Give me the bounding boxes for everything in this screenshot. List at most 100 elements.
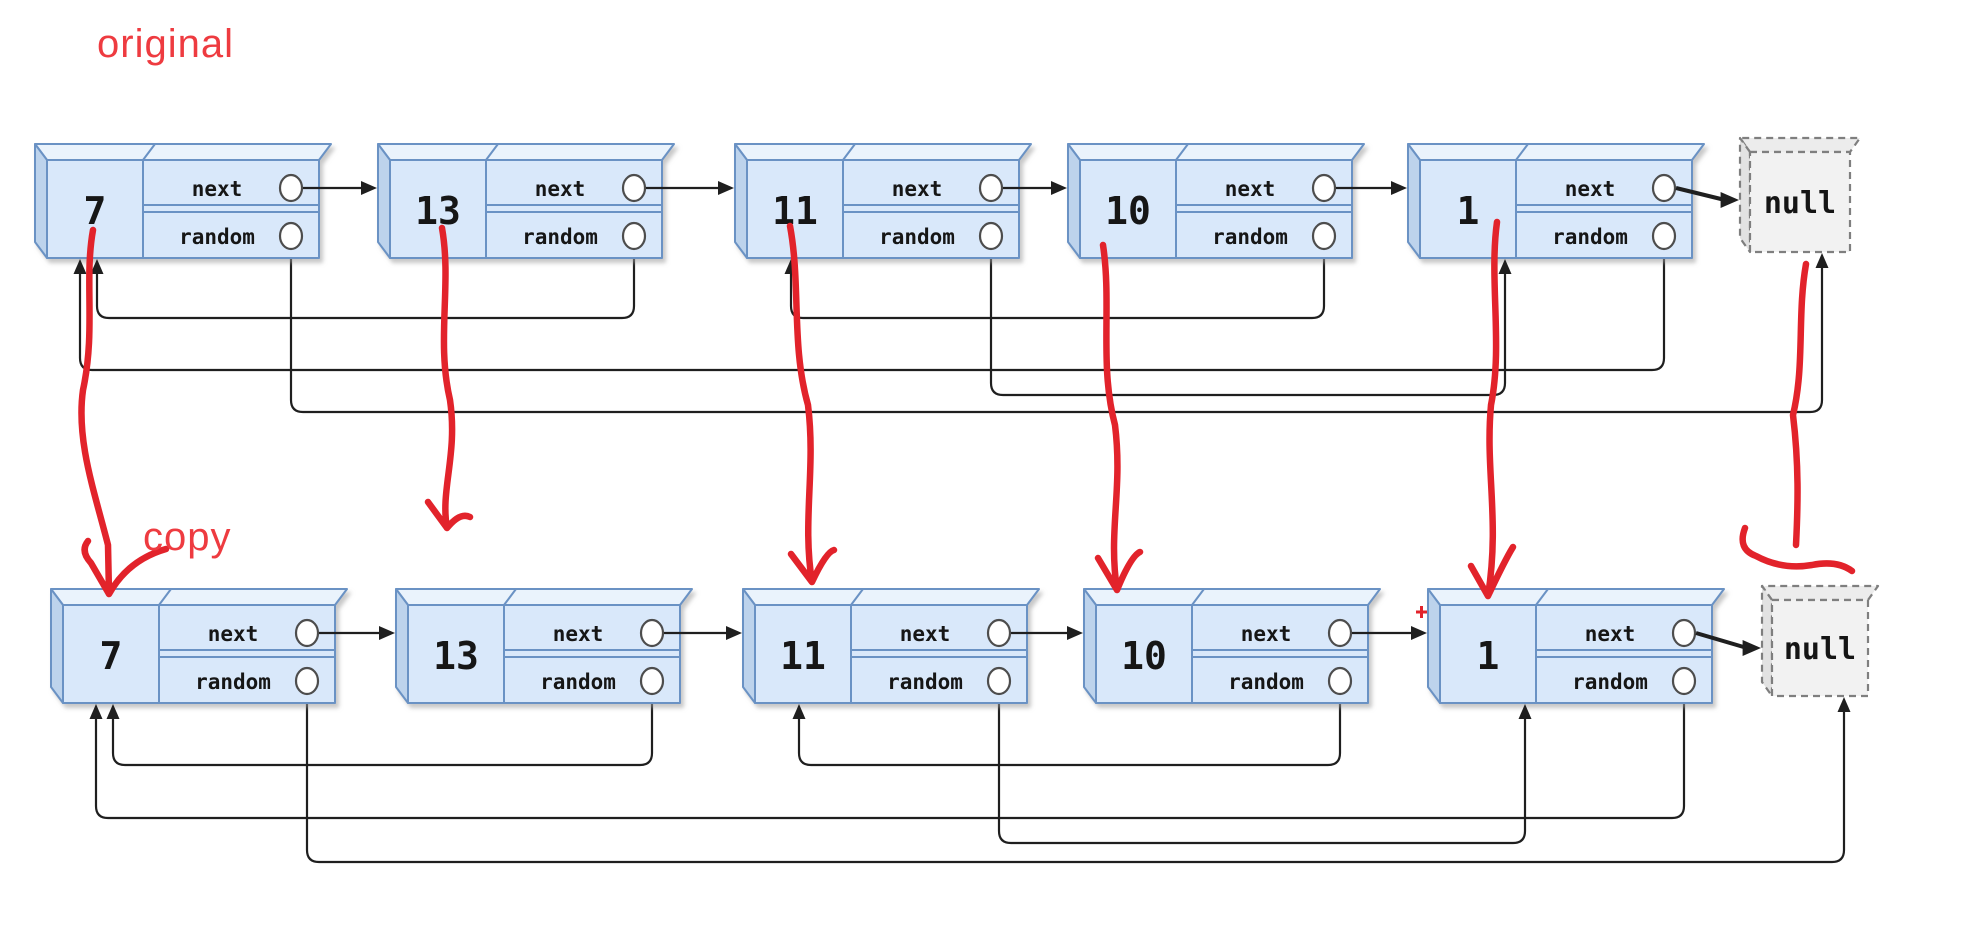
next-label: next [1585, 622, 1636, 646]
random-arrow-original-13-7 [95, 249, 636, 320]
null-box-copy: null [1760, 584, 1880, 698]
null-left-face [1760, 584, 1774, 698]
next-pointer-circle [278, 173, 304, 203]
null-left-face [1738, 136, 1752, 254]
random-arrowhead [1518, 704, 1532, 719]
node-value: 13 [433, 634, 479, 678]
node-front-face [407, 604, 681, 704]
random-label: random [1212, 225, 1288, 249]
node-front-face [389, 159, 663, 259]
next-pointer-circle [986, 618, 1012, 648]
random-arrow-copy-13-7 [111, 694, 654, 767]
node-top-face [734, 143, 1032, 161]
next-pointer-circle [621, 173, 647, 203]
next-arrow-original-1 [1675, 186, 1726, 202]
next-label: next [208, 622, 259, 646]
node-left-face [34, 143, 48, 259]
random-arrowhead [73, 259, 87, 274]
node-top-face [1083, 588, 1381, 606]
node-value: 13 [415, 189, 461, 233]
random-label: random [522, 225, 598, 249]
value-divider-top [158, 588, 172, 606]
next-label: next [553, 622, 604, 646]
red-plus-tick [1416, 606, 1427, 618]
copy-row-label: copy [143, 515, 232, 559]
node-top-face [377, 143, 675, 161]
random-label: random [887, 670, 963, 694]
next-arrowhead [726, 626, 742, 640]
value-divider-top [1515, 143, 1529, 161]
next-label: next [892, 177, 943, 201]
value-divider-top [1535, 588, 1549, 606]
random-arrowhead [90, 259, 104, 274]
random-pointer-circle [1671, 666, 1697, 696]
random-arrowhead [1498, 259, 1512, 274]
copy-mapping-arrow-11 [786, 222, 838, 586]
copy-mapping-arrow-10 [1094, 241, 1144, 594]
null-front-face [1748, 150, 1852, 254]
node-front-face [1095, 604, 1369, 704]
node-top-face [50, 588, 348, 606]
node-front-face [1439, 604, 1713, 704]
next-arrowhead [1720, 191, 1739, 209]
random-arrow-original-7-null [289, 249, 1824, 414]
copy-mapping-arrow-13 [424, 224, 474, 532]
node-value: 10 [1121, 634, 1167, 678]
next-pointer-circle [1651, 173, 1677, 203]
value-divider-top [503, 588, 517, 606]
random-pointer-circle [639, 666, 665, 696]
random-arrowhead [792, 704, 806, 719]
copy-mapping-arrow-7 [78, 226, 170, 598]
next-arrowhead [1742, 639, 1761, 657]
node-original-13: 13 next random [377, 143, 675, 259]
next-pointer-circle [978, 173, 1004, 203]
random-arrowhead [106, 704, 120, 719]
random-arrowhead [89, 704, 103, 719]
copy-mapping-arrow-null [1739, 260, 1856, 575]
next-label: next [192, 177, 243, 201]
next-arrow-copy-1 [1695, 631, 1748, 650]
next-arrowhead [1411, 626, 1427, 640]
node-left-face [734, 143, 748, 259]
next-label: next [900, 622, 951, 646]
value-divider-top [1191, 588, 1205, 606]
random-arrow-copy-1-7 [94, 694, 1686, 820]
null-front-face [1770, 598, 1870, 698]
node-front-face [754, 604, 1028, 704]
random-arrow-original-10-11 [789, 249, 1326, 320]
null-top-face [1760, 584, 1880, 602]
next-pointer-circle [639, 618, 665, 648]
next-label: next [535, 177, 586, 201]
value-divider-top [1175, 143, 1189, 161]
node-top-face [34, 143, 332, 161]
random-pointer-circle [621, 221, 647, 251]
next-label: next [1225, 177, 1276, 201]
node-value: 7 [100, 634, 123, 678]
random-arrow-copy-11-1 [997, 694, 1527, 845]
random-label: random [1228, 670, 1304, 694]
node-value: 1 [1477, 634, 1500, 678]
node-left-face [377, 143, 391, 259]
node-left-face [1407, 143, 1421, 259]
random-arrow-original-1-7 [78, 249, 1666, 372]
null-box-original: null [1738, 136, 1862, 254]
node-top-face [742, 588, 1040, 606]
node-top-face [1427, 588, 1725, 606]
red-annotations [78, 218, 1856, 618]
node-copy-10: 10 next random [1083, 588, 1381, 704]
original-row-label: original [97, 22, 234, 66]
node-value: 11 [780, 634, 826, 678]
next-label: next [1241, 622, 1292, 646]
next-arrows [303, 181, 1761, 657]
node-left-face [1083, 588, 1097, 704]
random-pointer-circle [278, 221, 304, 251]
next-arrowhead [1391, 181, 1407, 195]
node-front-face [1079, 159, 1353, 259]
next-pointer-circle [1671, 618, 1697, 648]
random-pointer-circle [1311, 221, 1337, 251]
next-pointer-circle [294, 618, 320, 648]
